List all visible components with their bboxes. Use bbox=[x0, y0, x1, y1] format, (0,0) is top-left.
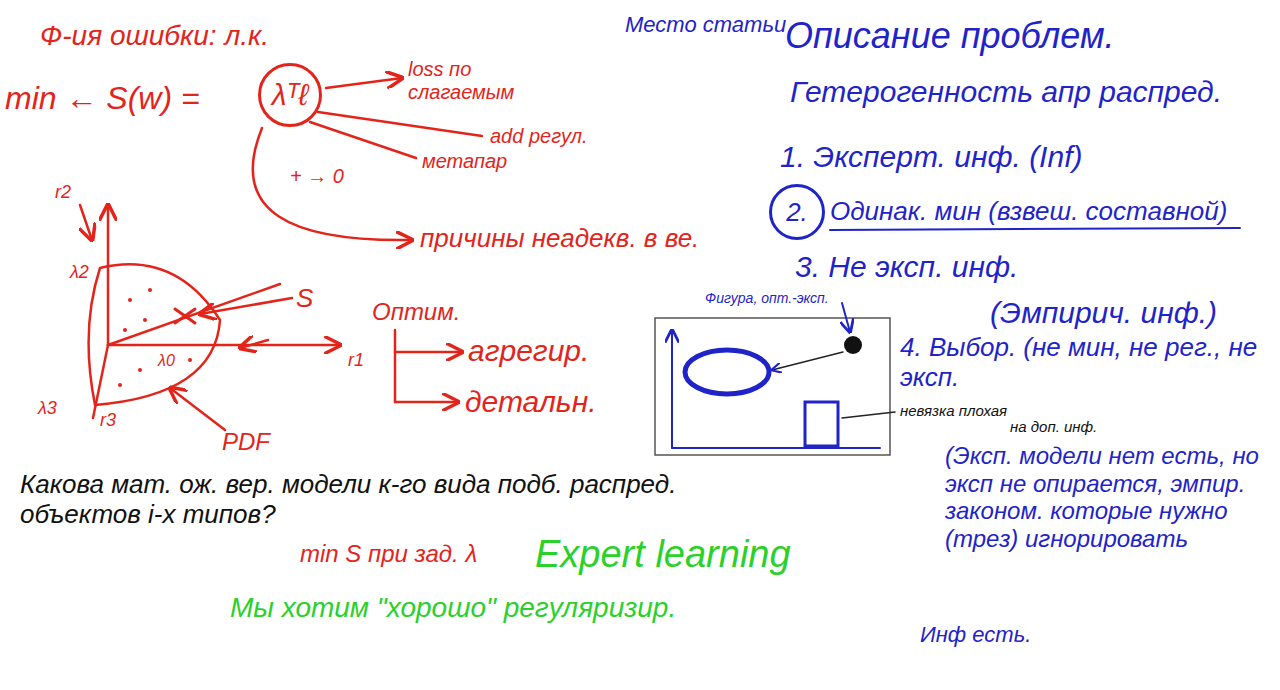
handwritten-note: Место статьи bbox=[625, 12, 786, 37]
simplex-dots bbox=[118, 288, 192, 387]
handwritten-note: 3. Не эксп. инф. bbox=[795, 250, 1018, 285]
handwritten-note: λ2 bbox=[70, 262, 89, 283]
handwritten-note: агрегир. bbox=[468, 334, 589, 369]
node-text: λᵀℓ bbox=[272, 78, 308, 112]
handwritten-note: Инф есть. bbox=[920, 622, 1031, 647]
handwritten-note: детальн. bbox=[465, 385, 596, 420]
handwritten-note: min S при зад. λ bbox=[300, 540, 477, 568]
handwritten-note: Фигура, опт.-эксп. bbox=[705, 290, 829, 306]
handwritten-note: на доп. инф. bbox=[1010, 418, 1097, 435]
handwritten-note: Ф-ия ошибки: л.к. bbox=[40, 20, 269, 52]
handwritten-note: 4. Выбор. (не мин, не рег., не эксп. bbox=[900, 333, 1270, 393]
handwritten-note: Expert learning bbox=[535, 533, 791, 577]
handwritten-note: + → 0 bbox=[290, 165, 344, 188]
handwritten-note: r1 bbox=[348, 350, 364, 371]
handwritten-note: (Эмпирич. инф.) bbox=[990, 296, 1217, 331]
handwritten-note: S bbox=[296, 284, 313, 314]
handwritten-note: loss по слагаемым bbox=[408, 58, 543, 104]
red-leaders bbox=[80, 78, 482, 430]
handwritten-note: 1. Эксперт. инф. (Inf) bbox=[780, 140, 1082, 175]
handwritten-note: r3 bbox=[100, 410, 116, 431]
handwritten-note: Описание проблем. bbox=[785, 15, 1115, 56]
handwritten-note: Мы хотим "хорошо" регуляризир. bbox=[230, 592, 676, 624]
handwritten-note: λ3 bbox=[38, 398, 57, 419]
circled-term: λᵀℓ bbox=[258, 63, 322, 127]
handwritten-note: Гетерогенность апр распред. bbox=[790, 75, 1222, 110]
handwritten-note: невязка плохая bbox=[900, 402, 1007, 419]
node-text: 2. bbox=[786, 197, 808, 228]
handwritten-note: Одинак. мин (взвеш. составной) bbox=[830, 197, 1260, 227]
circled-term: 2. bbox=[769, 184, 825, 240]
handwritten-note: причины неадекв. в ве. bbox=[420, 224, 699, 254]
handwritten-note: метапар bbox=[422, 150, 507, 173]
handwritten-note: Какова мат. ож. вер. модели к-го вида по… bbox=[20, 470, 780, 530]
handwritten-note: λ0 bbox=[158, 352, 175, 370]
handwritten-note: PDF bbox=[222, 428, 270, 456]
handwritten-note: r2 bbox=[55, 182, 71, 203]
handwritten-note: add регул. bbox=[490, 125, 588, 148]
handwritten-note: min ← S(w) = bbox=[5, 80, 200, 117]
handwritten-note: Оптим. bbox=[372, 298, 460, 326]
point-dot bbox=[844, 336, 862, 354]
handwritten-note: (Эксп. модели нет есть, но эксп не опира… bbox=[945, 442, 1265, 552]
